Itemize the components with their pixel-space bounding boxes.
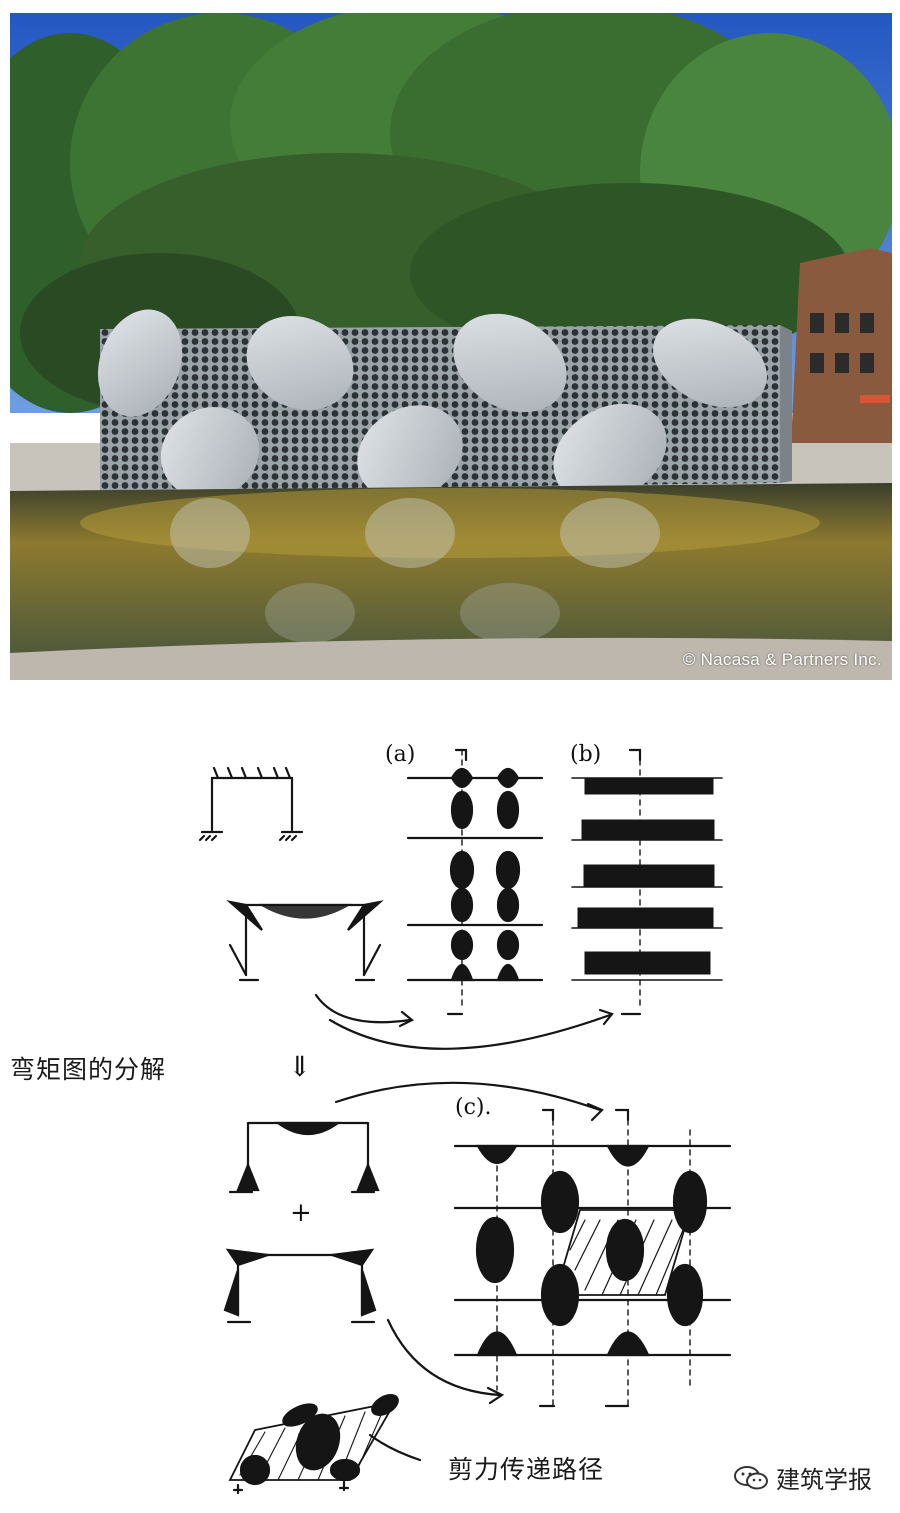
- shear-path-caption: 剪力传递路径: [448, 1455, 605, 1484]
- arrow-to-a: [314, 993, 412, 1024]
- photo-scene: [10, 13, 892, 680]
- plus-sign: +: [290, 1198, 312, 1228]
- arrow-to-b: [328, 1013, 612, 1050]
- decomposed-frame-2: [223, 1248, 377, 1324]
- moment-diagram-frame: [226, 900, 384, 982]
- shear-path-sketch: [228, 1394, 422, 1495]
- structural-sketch: (a) (b) (c). + ⇓ 弯矩图的分解 剪力传递路径: [0, 690, 900, 1513]
- diagram-c: [453, 1108, 732, 1411]
- photo-credit: © Nacasa & Partners Inc.: [682, 650, 882, 669]
- diagram-b: [571, 748, 723, 1016]
- moment-decomposition-caption: 弯矩图的分解: [10, 1055, 167, 1084]
- label-b: (b): [570, 742, 602, 767]
- down-arrow-icon: ⇓: [288, 1050, 312, 1083]
- pavilion-wall: [97, 309, 792, 503]
- label-c: (c).: [455, 1095, 492, 1120]
- wechat-icon: [734, 1465, 768, 1489]
- watermark: 建筑学报: [734, 1460, 872, 1495]
- reflecting-pool: [10, 483, 892, 653]
- loaded-frame: [198, 766, 304, 842]
- watermark-text: 建筑学报: [776, 1466, 872, 1494]
- sketch-drawing: [198, 748, 732, 1495]
- pavilion-photo: © Nacasa & Partners Inc.: [10, 13, 892, 680]
- decomposed-frame-1: [228, 1121, 380, 1194]
- label-a: (a): [385, 742, 416, 767]
- diagram-a: [406, 748, 544, 1016]
- brick-building: [790, 248, 892, 463]
